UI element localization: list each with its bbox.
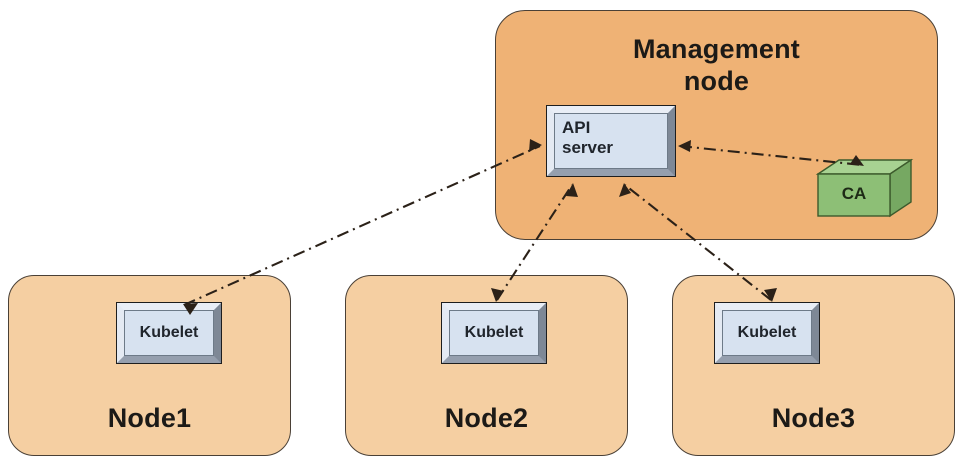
api-server-face: API server	[554, 113, 668, 169]
kubelet-face-3: Kubelet	[722, 310, 812, 356]
api-server-label: API server	[562, 118, 614, 158]
kubelet-box-1[interactable]: Kubelet	[116, 302, 222, 364]
bevel-highlight	[442, 303, 546, 363]
kubelet-label-1: Kubelet	[139, 323, 199, 341]
bevel-shadow	[715, 303, 819, 363]
kubelet-label-2: Kubelet	[464, 323, 524, 341]
node-title-1: Node1	[107, 403, 192, 434]
ca-label: CA	[841, 184, 867, 203]
bevel-highlight	[715, 303, 819, 363]
kubelet-face-1: Kubelet	[124, 310, 214, 356]
kubelet-face-2: Kubelet	[449, 310, 539, 356]
bevel-shadow	[117, 303, 221, 363]
bevel-shadow	[547, 106, 675, 176]
kubelet-box-2[interactable]: Kubelet	[441, 302, 547, 364]
management-node-title: Management node	[632, 34, 801, 96]
kubelet-box-3[interactable]: Kubelet	[714, 302, 820, 364]
ca-box[interactable]: CA	[815, 158, 914, 218]
node-title-2: Node2	[444, 403, 529, 434]
bevel-highlight	[117, 303, 221, 363]
bevel-shadow	[442, 303, 546, 363]
node-title-3: Node3	[771, 403, 856, 434]
bevel-highlight	[547, 106, 675, 176]
api-server-box[interactable]: API server	[546, 105, 676, 177]
kubelet-label-3: Kubelet	[737, 323, 797, 341]
